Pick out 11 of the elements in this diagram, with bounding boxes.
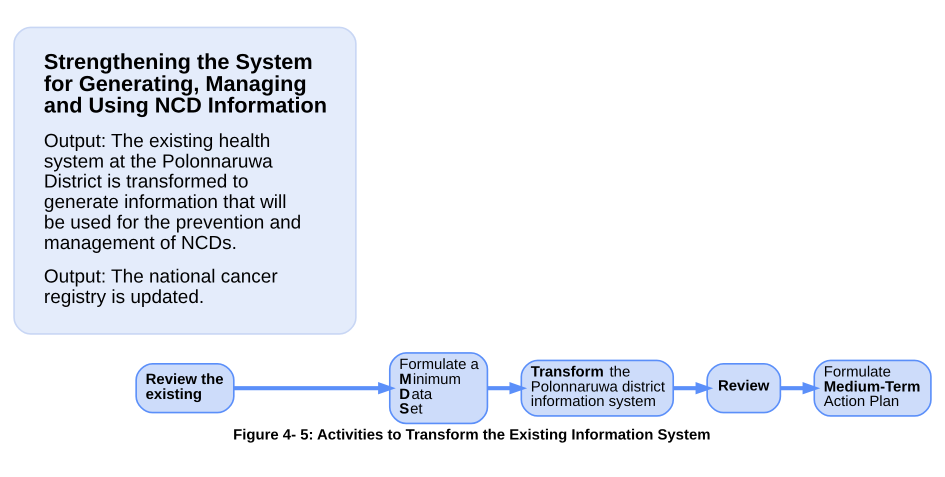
arrow — [673, 382, 714, 394]
node-box: Formulate a Minimum Data Set — [388, 352, 488, 424]
arrow — [488, 382, 528, 394]
node-box: Strengthening the System for Generating, Managing and Using NCD Information Output: The existing health system at the Polonnaruwa District is transformed to generate information that will be used for the prevention and management of NCDs. Output: The national cancer registry is updated. — [13, 26, 357, 334]
caption: Figure 4- 5: Activities to Transform the Existing Information System — [233, 426, 710, 443]
node-box: Review the existing — [135, 362, 235, 413]
arrow — [234, 382, 396, 394]
node-box: Transform the Polonnaruwa district information system — [520, 359, 674, 416]
node-box: Formulate Medium-Term Action Plan — [813, 359, 932, 416]
node-box: Review — [706, 362, 782, 413]
arrow — [780, 382, 820, 394]
